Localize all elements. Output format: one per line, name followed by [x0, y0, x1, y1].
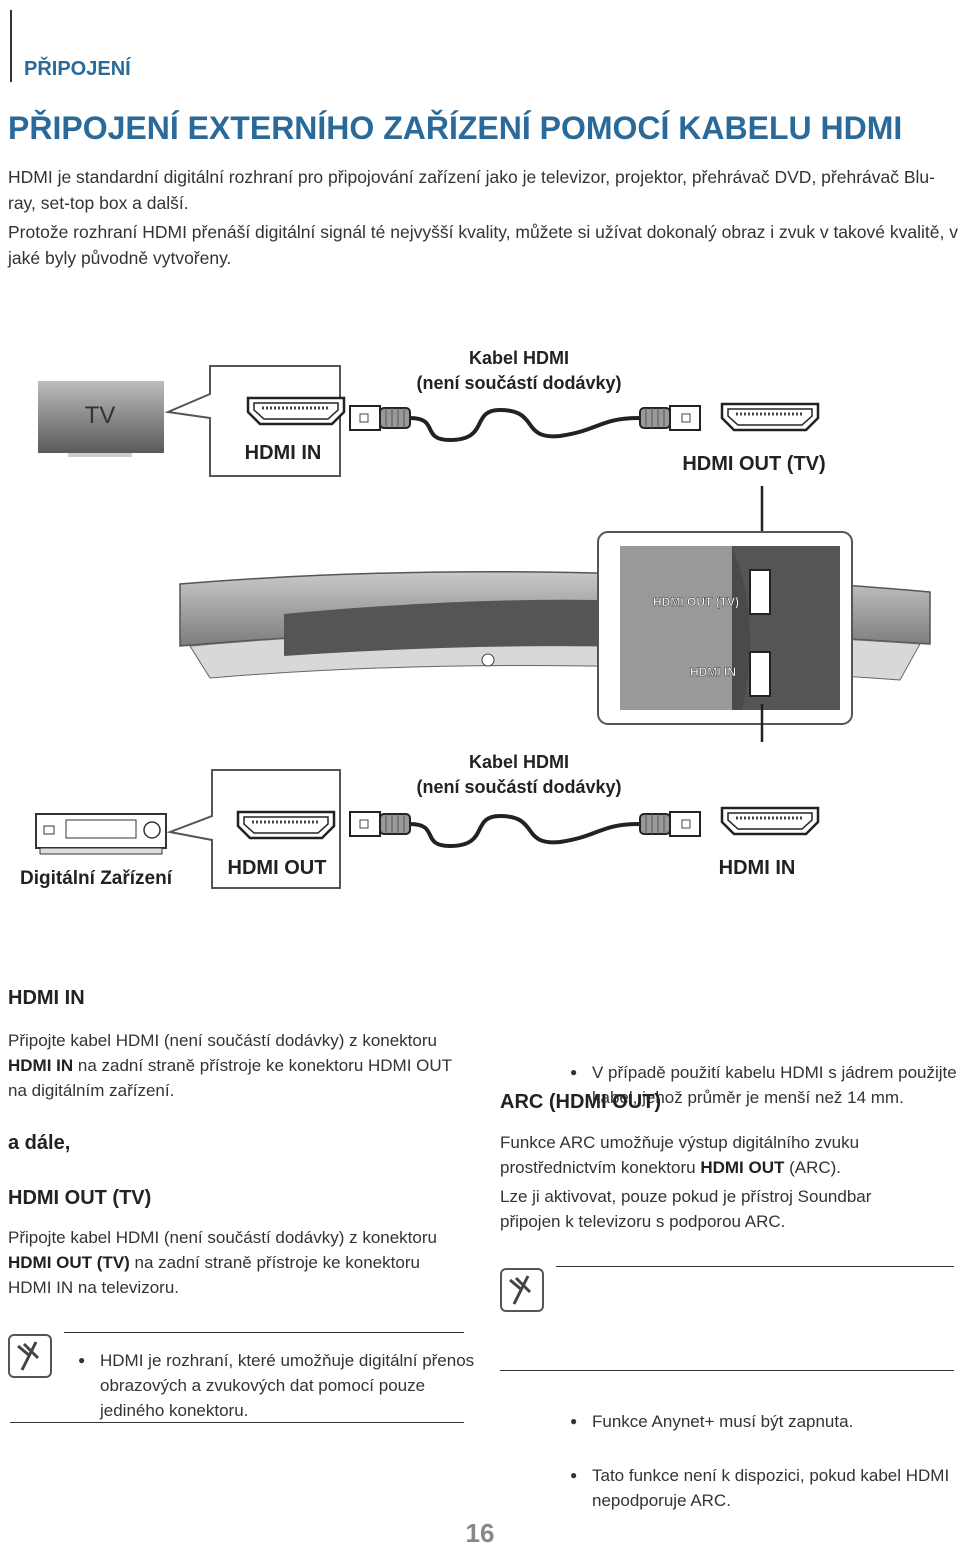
device-hdmi-port-icon [236, 810, 336, 840]
header-bar [10, 10, 12, 82]
hdmi-in-text: Připojte kabel HDMI (není součástí dodáv… [8, 1028, 468, 1103]
soundbar-bottom-port-label: HDMI IN [719, 857, 796, 879]
hdmi-out-tv-text: Připojte kabel HDMI (není součástí dodáv… [8, 1225, 468, 1300]
hdmi-out-tv-text-b: HDMI OUT (TV) [8, 1253, 130, 1272]
note-divider-top [64, 1332, 464, 1333]
section-label: PŘIPOJENÍ [24, 58, 131, 80]
note-right-divider-bottom [500, 1370, 954, 1371]
intro-paragraph-1: HDMI je standardní digitální rozhraní pr… [8, 167, 935, 213]
note-bullet-core: V případě použití kabelu HDMI s jádrem p… [570, 1060, 960, 1110]
page-number: 16 [465, 1518, 495, 1548]
soundbar-bottom-port-icon [720, 806, 820, 836]
tv-hdmi-port-icon [246, 396, 346, 426]
hdmi-out-tv-heading: HDMI OUT (TV) [8, 1187, 152, 1209]
note-right-divider-top [556, 1266, 954, 1267]
cable-top-label-2: (není součástí dodávky) [416, 373, 621, 393]
arc-text-1-b: HDMI OUT [700, 1158, 785, 1177]
arc-text-1: Funkce ARC umožňuje výstup digitálního z… [500, 1130, 920, 1180]
soundbar-top-port-icon [720, 402, 820, 432]
note-bullet-hdmi: HDMI je rozhraní, které umožňuje digitál… [78, 1348, 480, 1423]
hdmi-out-tv-text-a: Připojte kabel HDMI (není součástí dodáv… [8, 1228, 437, 1247]
panel-port-bottom-label: HDMI IN [690, 665, 736, 679]
connection-diagram: TV HDMI IN Kabel HDMI (není součástí dod… [20, 348, 931, 889]
device-port-label: HDMI OUT [228, 857, 327, 879]
arc-text-2: Lze ji aktivovat, pouze pokud je přístro… [500, 1187, 872, 1231]
cable-bottom-plug-left-icon [349, 811, 411, 837]
cable-top-wire [409, 407, 641, 443]
cable-top-plug-right-icon [639, 405, 701, 431]
soundbar-top-port-label: HDMI OUT (TV) [682, 453, 825, 475]
cable-bottom-wire [409, 813, 641, 849]
digital-device-icon [35, 813, 167, 855]
cable-bottom-label-2: (není součástí dodávky) [416, 777, 621, 797]
hdmi-in-text-b: HDMI IN [8, 1056, 74, 1075]
arc-heading: ARC (HDMI OUT) [500, 1091, 662, 1113]
note-bullet-anynet: Funkce Anynet+ musí být zapnuta. [570, 1409, 960, 1434]
hdmi-in-text-c: na zadní straně přístroje ke konektoru H… [8, 1056, 452, 1100]
hdmi-out-tv-text-c: na zadní straně přístroje ke konektoru H… [8, 1253, 420, 1297]
arc-text-1-a: Funkce ARC umožňuje výstup digitálního z… [500, 1133, 860, 1177]
and-further-heading: a dále, [8, 1132, 71, 1154]
cable-top-plug-left-icon [349, 405, 411, 431]
note-bullet-arc-support: Tato funkce není k dispozici, pokud kabe… [570, 1463, 960, 1513]
arc-text-1-c: (ARC). [784, 1158, 842, 1177]
cable-bottom-plug-right-icon [639, 811, 701, 837]
panel-port-top-label: HDMI OUT (TV) [653, 595, 739, 609]
tv-port-label: HDMI IN [245, 442, 322, 464]
hdmi-in-text-a: Připojte kabel HDMI (není součástí dodáv… [8, 1031, 437, 1050]
intro-text: HDMI je standardní digitální rozhraní pr… [8, 164, 958, 274]
intro-paragraph-2: Protože rozhraní HDMI přenáší digitální … [8, 222, 958, 268]
hdmi-in-heading: HDMI IN [8, 987, 85, 1009]
cable-top-label-1: Kabel HDMI [469, 348, 569, 368]
page-title: PŘIPOJENÍ EXTERNÍHO ZAŘÍZENÍ POMOCÍ KABE… [8, 110, 903, 146]
note-icon-right [500, 1268, 544, 1312]
tv-label: TV [85, 402, 116, 429]
tv-port-callout [164, 365, 341, 477]
note-divider-bottom [10, 1422, 464, 1423]
soundbar-back-panel [597, 531, 853, 725]
digital-device-label: Digitální Zařízení [20, 868, 173, 889]
note-icon [8, 1334, 52, 1378]
tv-icon [38, 381, 164, 457]
cable-bottom-label-1: Kabel HDMI [469, 752, 569, 772]
